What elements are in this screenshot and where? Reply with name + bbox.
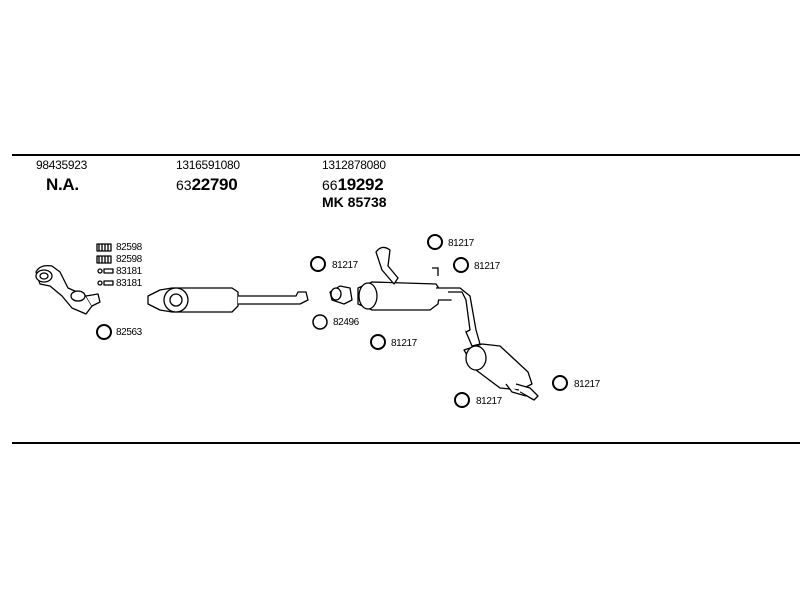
ring-icon-front <box>96 324 112 340</box>
spring-icon-2 <box>96 255 112 264</box>
header-2-code-main: 22790 <box>191 175 238 194</box>
ring-icon-mid-low <box>370 334 386 350</box>
header-2-code-prefix: 63 <box>176 177 192 193</box>
callout-ring-rear-top: 81217 <box>448 238 474 249</box>
bolt-icon-1 <box>97 268 114 274</box>
header-3-code-prefix: 66 <box>322 177 338 193</box>
top-divider <box>12 154 800 156</box>
ring-icon-rear-top2 <box>453 257 469 273</box>
callout-spring-1: 82598 <box>116 242 142 253</box>
header-3-extra-code: MK 85738 <box>322 194 387 210</box>
callout-bolt-2: 83181 <box>116 278 142 289</box>
ring-icon-mid-gasket <box>312 314 328 330</box>
rear-muffler <box>463 343 539 401</box>
callout-ring-tail-bottom: 81217 <box>476 396 502 407</box>
bottom-divider <box>12 442 800 444</box>
ring-icon-tail-bottom <box>454 392 470 408</box>
header-3-part-number: 1312878080 <box>322 158 386 172</box>
front-pipe <box>35 264 101 315</box>
hanger-bracket <box>432 267 439 276</box>
ring-icon-tail-right <box>552 375 568 391</box>
bolt-icon-2 <box>97 280 114 286</box>
callout-bolt-1: 83181 <box>116 266 142 277</box>
front-muffler <box>147 287 309 313</box>
callout-ring-tail-right: 81217 <box>574 379 600 390</box>
callout-ring-rear-top2: 81217 <box>474 261 500 272</box>
callout-spring-2: 82598 <box>116 254 142 265</box>
header-2-part-number: 1316591080 <box>176 158 240 172</box>
callout-ring-mid-low: 81217 <box>391 338 417 349</box>
header-1-part-number: 98435923 <box>36 158 87 172</box>
header-3-code-main: 19292 <box>337 175 384 194</box>
header-3-code: 6619292 <box>322 175 384 195</box>
spring-icon-1 <box>96 243 112 252</box>
ring-icon-mid-top <box>310 256 326 272</box>
ring-icon-rear-top <box>427 234 443 250</box>
intermediate-joint <box>329 285 353 305</box>
callout-ring-mid-gasket: 82496 <box>333 317 359 328</box>
callout-ring-front: 82563 <box>116 327 142 338</box>
callout-ring-mid-top: 81217 <box>332 260 358 271</box>
header-2-code: 6322790 <box>176 175 238 195</box>
header-1-code: N.A. <box>46 175 79 194</box>
